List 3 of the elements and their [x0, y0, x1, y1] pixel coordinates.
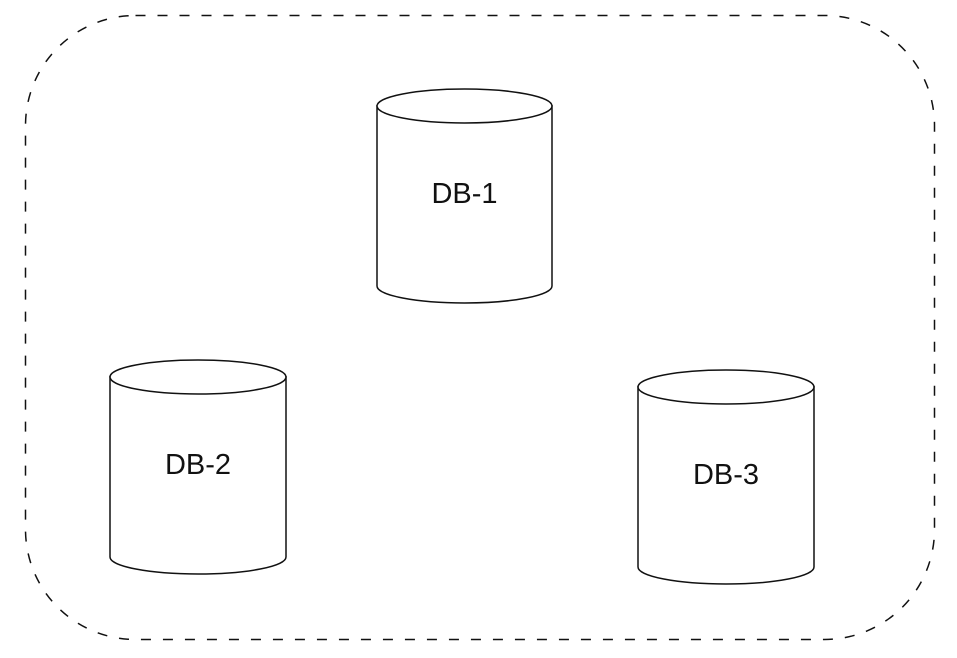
database-label: DB-1: [430, 178, 499, 211]
database-label: DB-3: [692, 459, 760, 492]
database-label: DB-2: [164, 449, 232, 482]
